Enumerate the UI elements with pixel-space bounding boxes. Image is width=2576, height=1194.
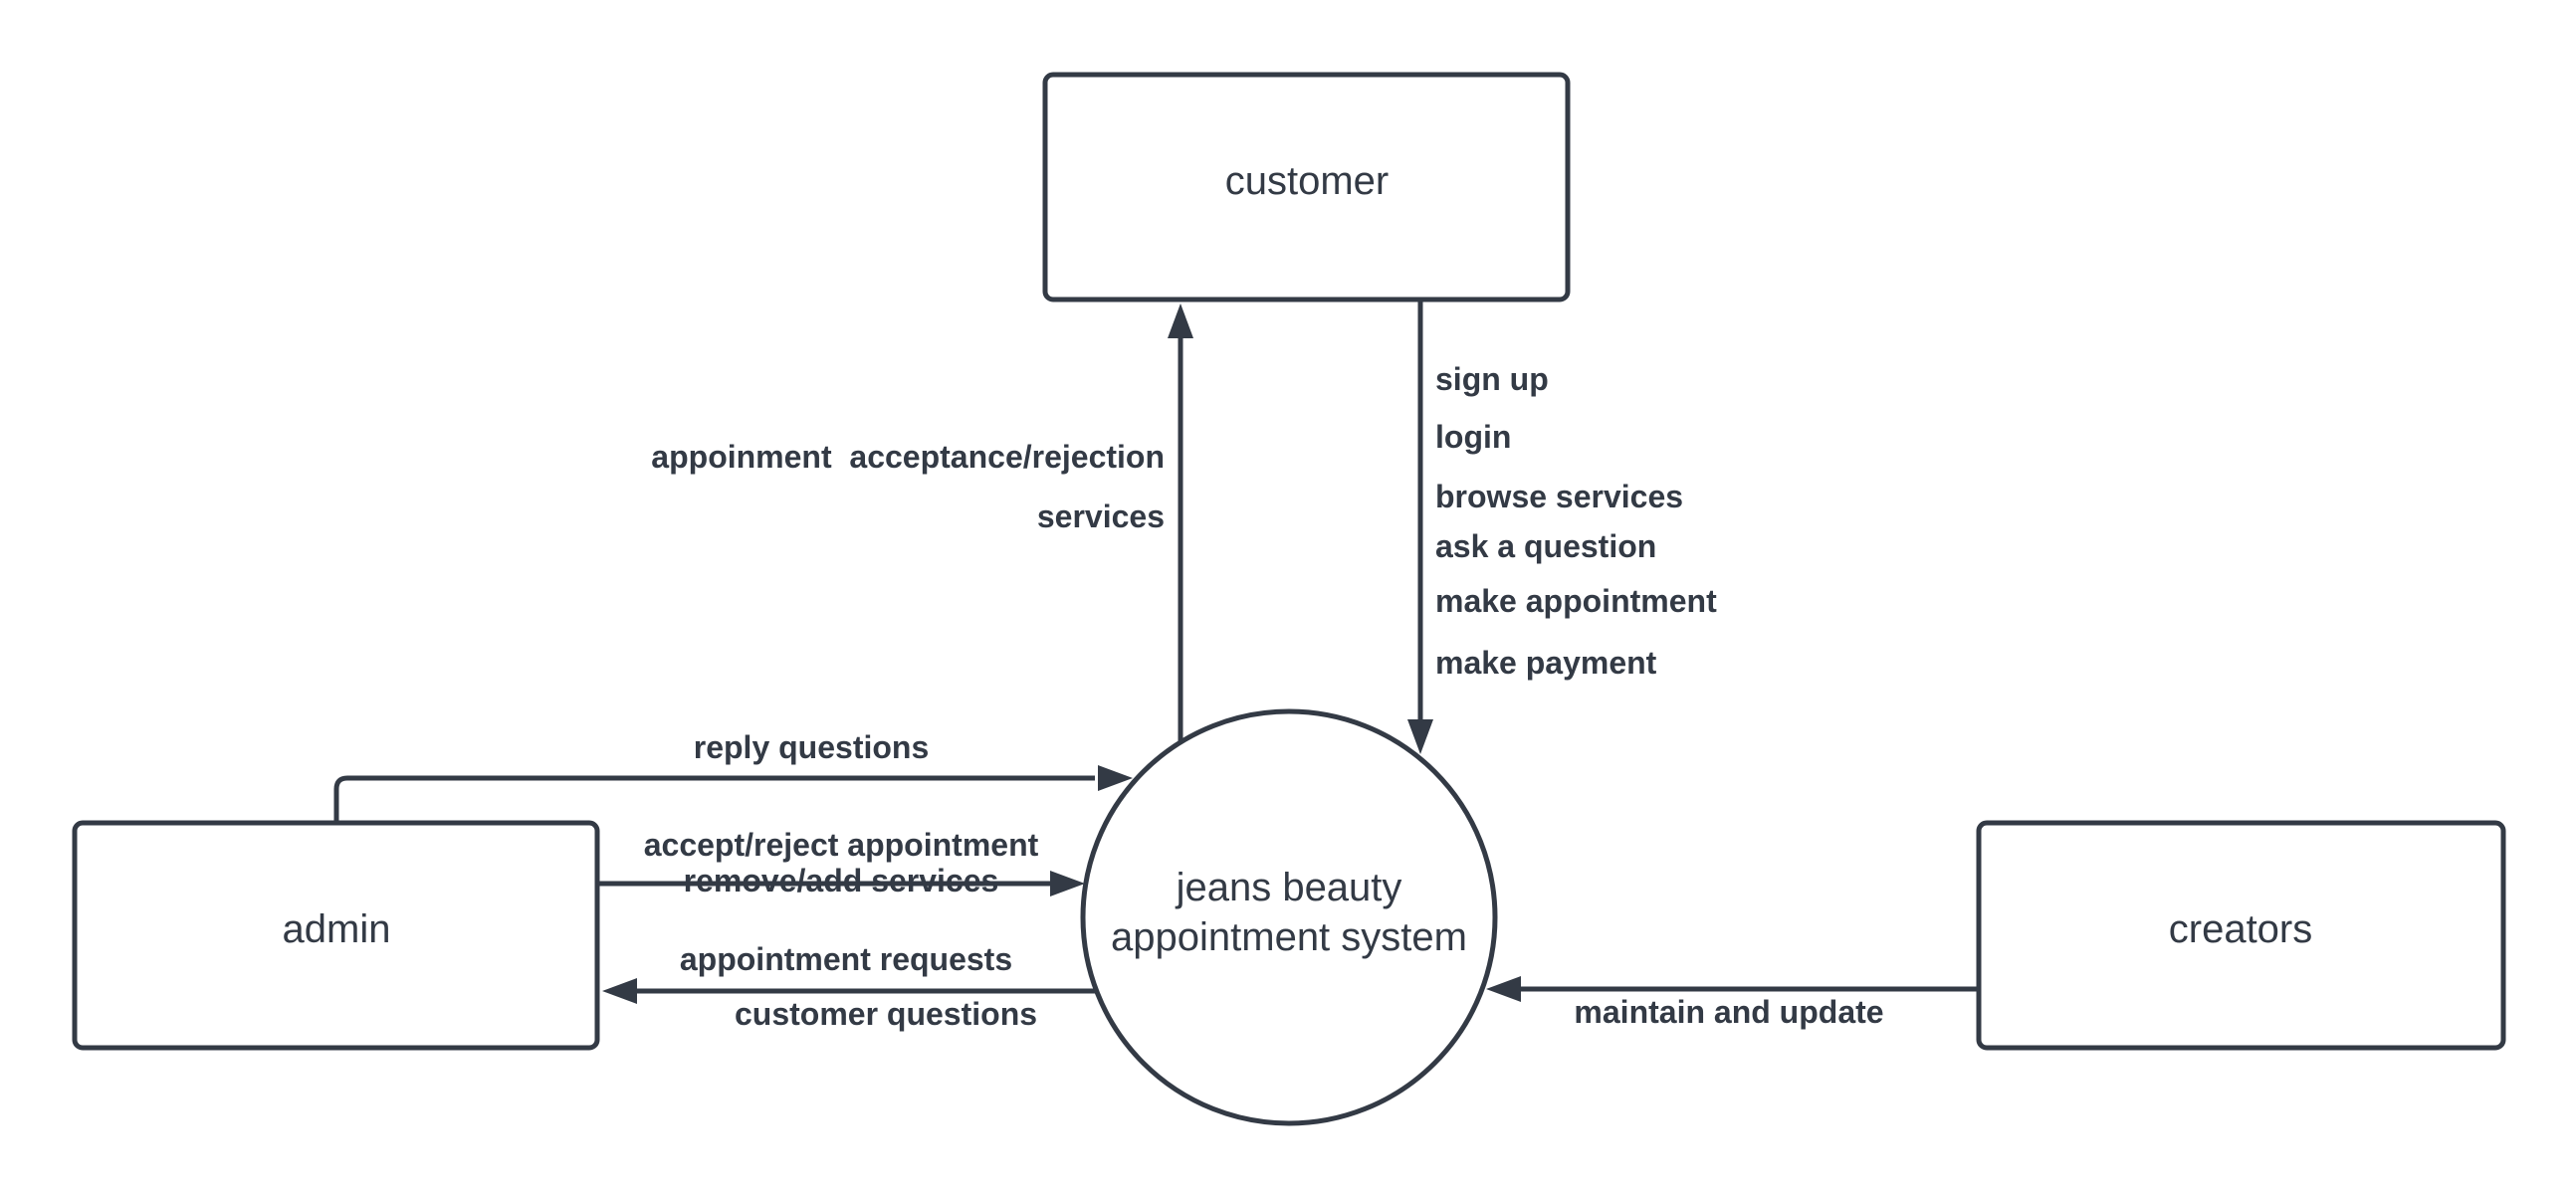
- flow-label-reply-questions: reply questions: [694, 729, 930, 765]
- flow-label-browse-services: browse services: [1435, 479, 1683, 514]
- arrowhead-right-icon: [1098, 765, 1133, 791]
- flow-line-admin-reply: [333, 775, 1095, 823]
- arrowhead-left-icon: [1486, 976, 1521, 1002]
- admin-label: admin: [283, 907, 391, 951]
- flow-label-login: login: [1435, 419, 1511, 455]
- creators-entity-box: [1976, 820, 2506, 1051]
- flow-label-make-appointment: make appointment: [1435, 583, 1717, 619]
- flow-label-accept-reject: accept/reject appointment: [644, 827, 1039, 863]
- flow-label-appointment-requests: appointment requests: [680, 941, 1012, 977]
- creators-label: creators: [2169, 907, 2313, 951]
- flow-label-acceptance-rejection: appoinment acceptance/rejection: [651, 439, 1165, 475]
- arrowhead-left-icon: [602, 978, 637, 1004]
- flow-label-make-payment: make payment: [1435, 645, 1657, 681]
- arrowhead-right-icon: [1050, 871, 1085, 896]
- system-process-circle: [1080, 708, 1498, 1126]
- system-label-line2: appointment system: [1111, 915, 1467, 959]
- flow-label-remove-add-services: remove/add services: [684, 863, 999, 898]
- flow-label-maintain-update: maintain and update: [1574, 994, 1883, 1030]
- flow-label-services: services: [1037, 498, 1165, 534]
- customer-entity-box: [1042, 72, 1571, 302]
- system-label-line1: jeans beauty: [1176, 866, 1402, 909]
- customer-label: customer: [1225, 159, 1390, 203]
- flow-label-sign-up: sign up: [1435, 361, 1549, 397]
- arrowhead-up-icon: [1168, 303, 1193, 338]
- flow-label-customer-questions: customer questions: [735, 996, 1037, 1032]
- arrowhead-down-icon: [1407, 719, 1433, 754]
- flow-label-ask-question: ask a question: [1435, 528, 1656, 564]
